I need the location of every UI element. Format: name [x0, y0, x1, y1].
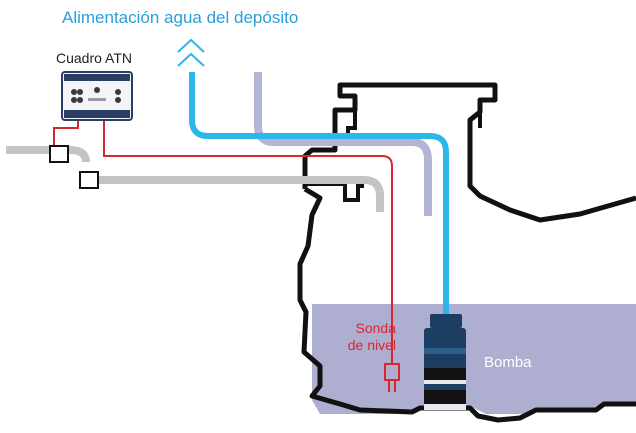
- sensor-wire-b: [103, 116, 393, 364]
- junction-box-bottom: [79, 171, 99, 189]
- level-sensor-probe: [384, 363, 400, 392]
- sensor-wire-a: [53, 116, 79, 148]
- lavender-pipe-left: [254, 72, 432, 216]
- water-supply-pipe: [189, 72, 449, 314]
- submersible-pump: [424, 314, 466, 410]
- pump-label: Bomba: [484, 354, 532, 371]
- grey-pipe-bottom: [92, 176, 384, 212]
- sensor-label-line2: de nivel: [347, 337, 396, 353]
- control-box: [61, 71, 133, 121]
- grey-pipe-top: [6, 146, 90, 163]
- tank-lid-inner: [346, 110, 357, 134]
- diagram-title: Alimentación agua del depósito: [62, 8, 299, 27]
- sensor-label: Sonda de nivel: [340, 320, 396, 354]
- double-chevron-up-icon: [177, 38, 205, 67]
- junction-box-top: [49, 145, 69, 163]
- control-box-label: Cuadro ATN: [56, 50, 132, 66]
- tank-left-wall: [297, 186, 636, 423]
- sensor-label-line1: Sonda: [355, 320, 396, 336]
